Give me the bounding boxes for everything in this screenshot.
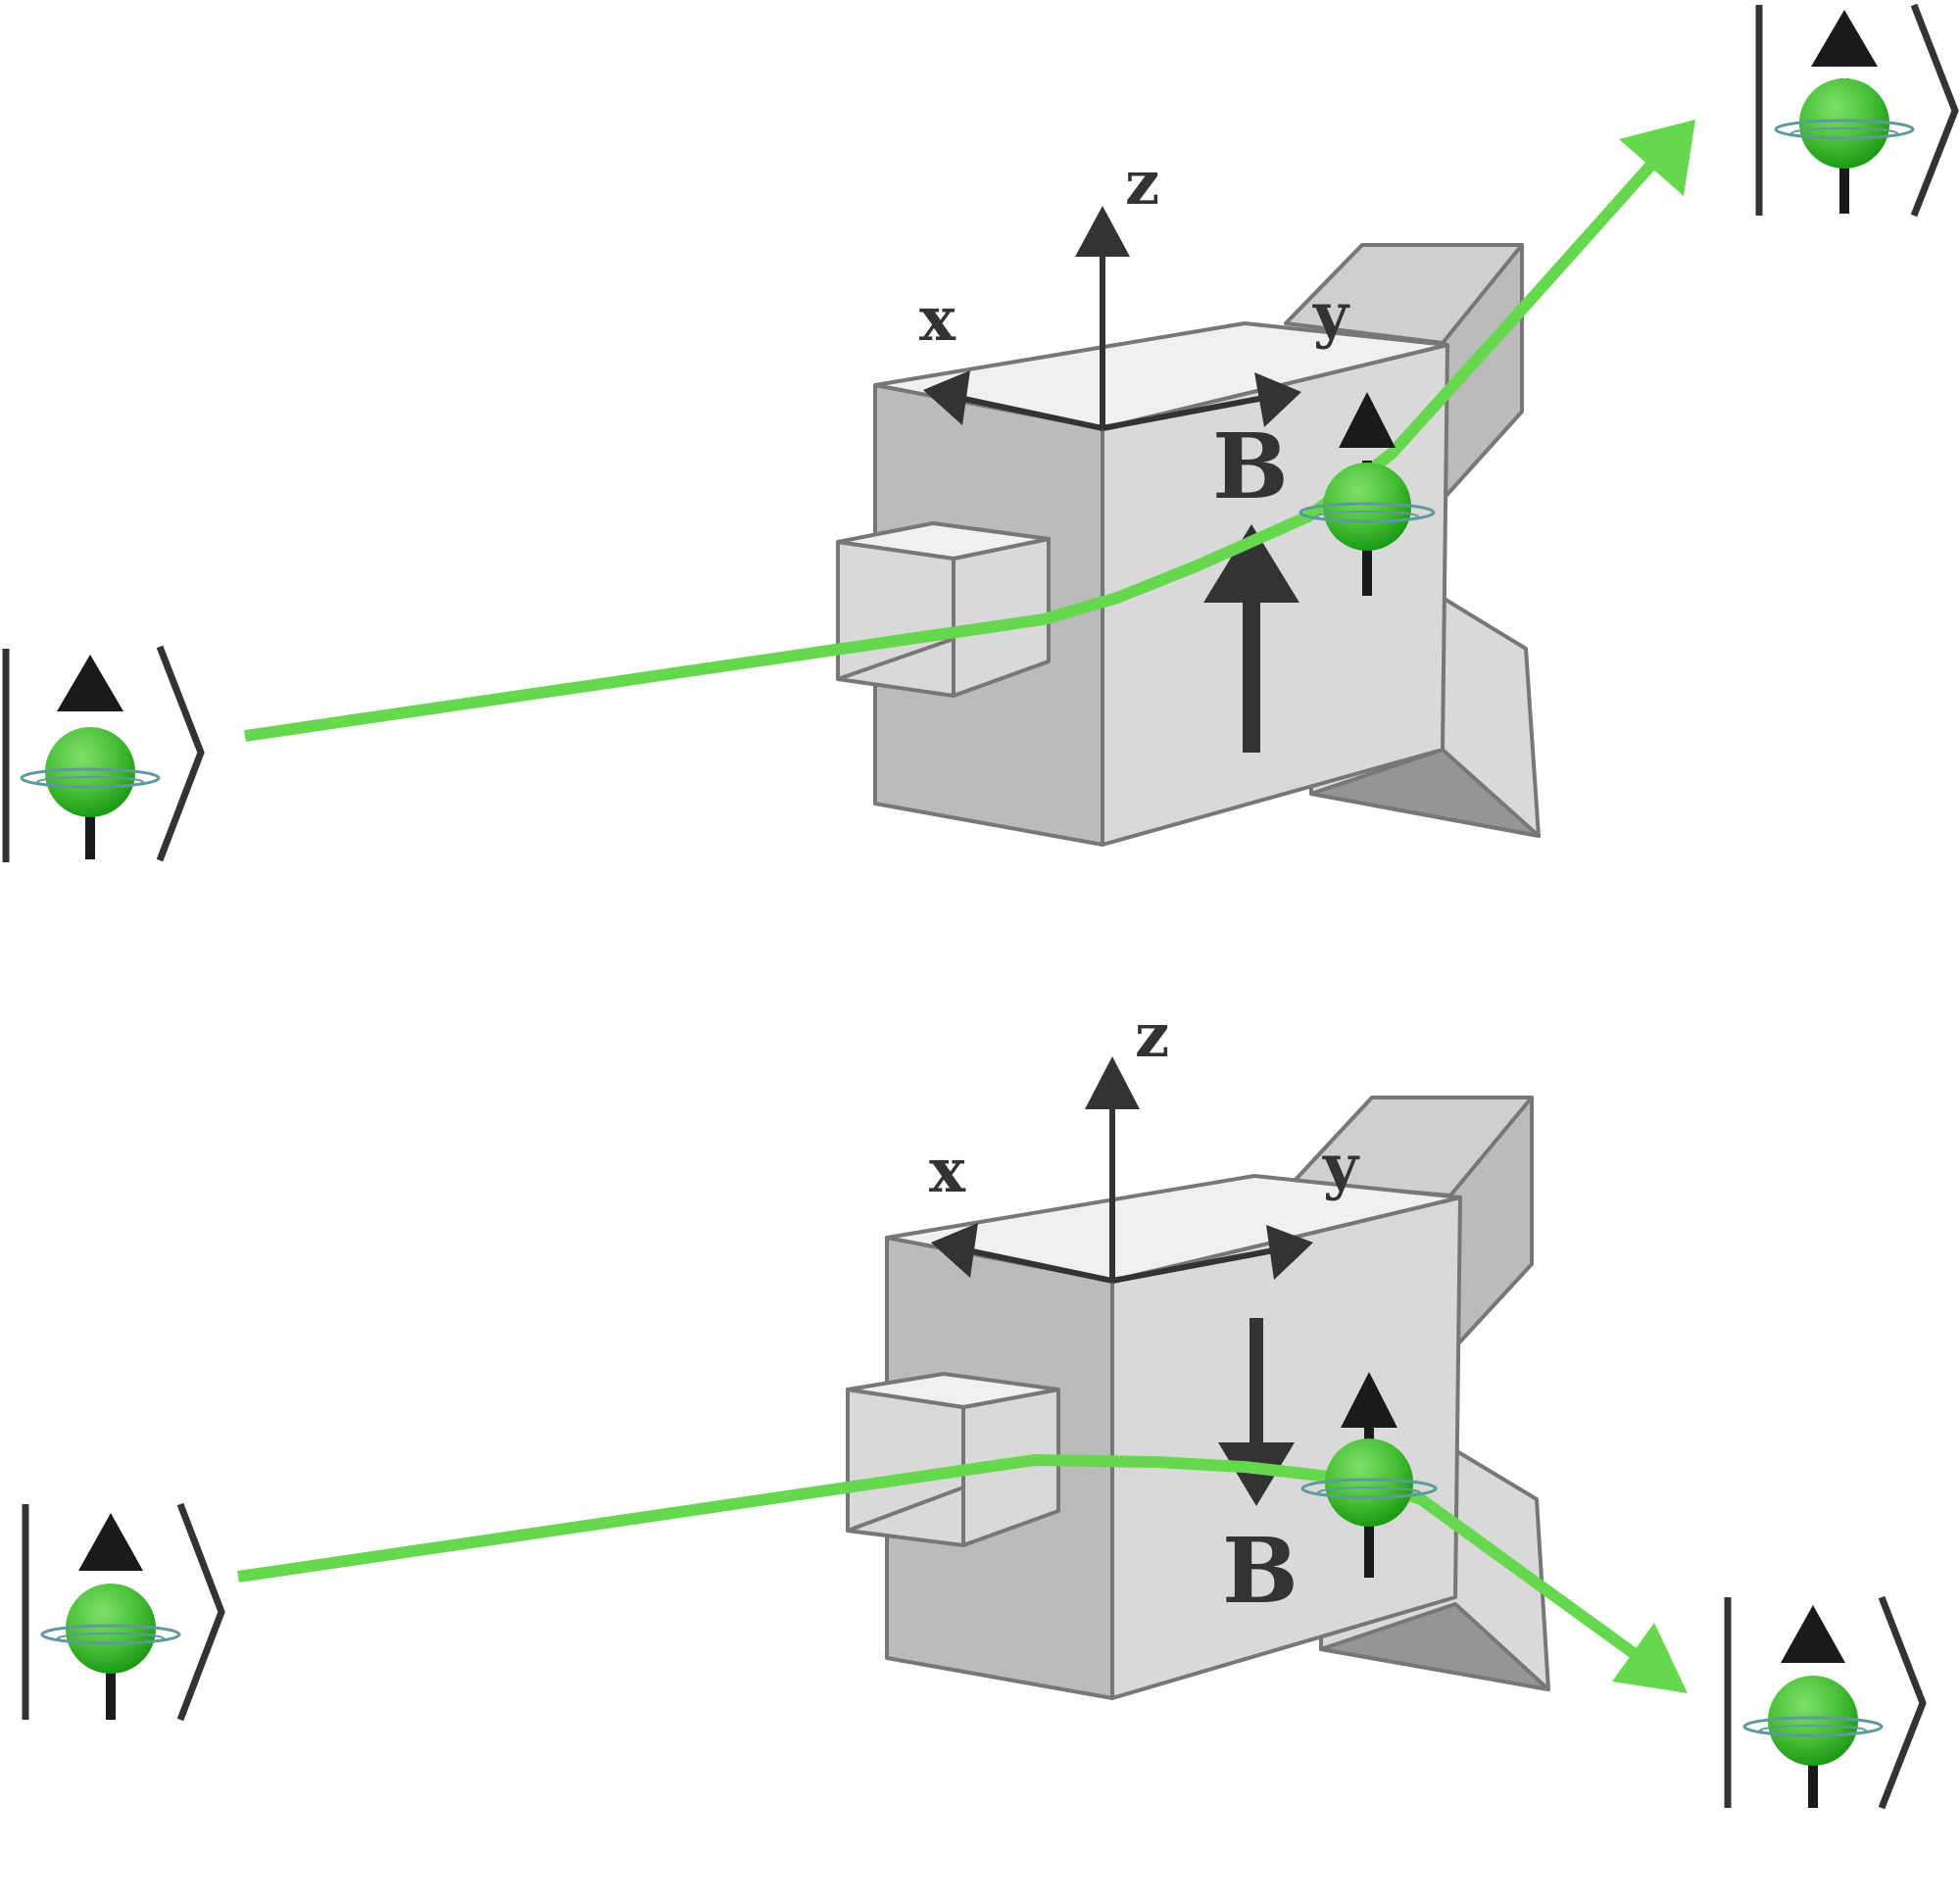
x-axis (957, 1245, 1113, 1284)
particle-in-field-top (1298, 392, 1436, 596)
field-label-bottom: B (1222, 1518, 1298, 1624)
x-axis-label: x (919, 283, 956, 355)
output-ket-bottom (1724, 1595, 1927, 1810)
input-ket-top (2, 645, 205, 862)
ket-right-angle (176, 1502, 225, 1722)
spin-up-ket-icon (1742, 1605, 1884, 1808)
x-axis-arrowhead (923, 370, 970, 425)
field-arrow-up (1203, 524, 1299, 753)
z-axis-arrowhead (1075, 206, 1130, 257)
y-axis (1102, 395, 1265, 431)
y-axis-arrowhead (1254, 372, 1301, 427)
input-ket-bottom (22, 1502, 225, 1722)
ket-right-angle (156, 645, 205, 862)
beam-arrowhead-up (1619, 120, 1695, 196)
spin-up-ket-icon (40, 1513, 181, 1720)
x-axis-label: x (929, 1135, 966, 1206)
magnet-back-pole-front (1284, 243, 1524, 345)
z-axis-arrowhead (1085, 1056, 1140, 1109)
panel-bottom: z x y B (22, 1000, 1927, 1810)
y-axis-arrowhead (1266, 1225, 1313, 1280)
field-label-top: B (1212, 414, 1289, 519)
z-axis-label: z (1135, 1000, 1169, 1071)
axes-top: z x y (919, 147, 1350, 431)
ket-right-angle (1910, 3, 1959, 218)
spin-up-ket-icon (1774, 10, 1915, 214)
magnet-shadow-face (1309, 748, 1541, 838)
ket-right-angle (1878, 1595, 1927, 1810)
z-axis-label: z (1125, 147, 1159, 219)
magnet-shadow-face (1319, 1602, 1550, 1691)
output-ket-top (1755, 3, 1959, 218)
beam-top (244, 150, 1666, 742)
entry-port-edge (847, 1486, 964, 1533)
entry-port-edge (837, 637, 955, 681)
beam-arrowhead-down (1612, 1623, 1688, 1693)
particle-in-field-bottom (1300, 1372, 1438, 1578)
x-axis-arrowhead (931, 1223, 978, 1278)
y-axis-label: y (1312, 279, 1350, 351)
entry-port-top (836, 521, 1051, 561)
x-axis (950, 393, 1103, 431)
spin-up-ket-icon (20, 655, 161, 859)
y-axis-label: y (1322, 1131, 1360, 1202)
y-axis (1111, 1247, 1275, 1284)
field-arrow-down (1218, 1318, 1295, 1506)
entry-port-top (846, 1372, 1060, 1409)
panel-top: z x y B (2, 3, 1959, 862)
axes-bottom: z x y (929, 1000, 1360, 1284)
